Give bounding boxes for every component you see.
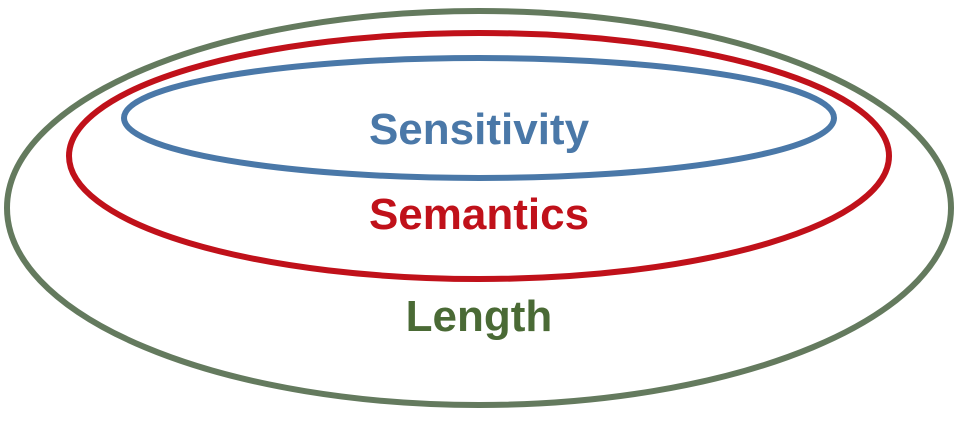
length-ellipse: [4, 8, 954, 408]
sensitivity-label: Sensitivity: [369, 105, 590, 154]
semantics-ellipse: [66, 30, 892, 282]
length-label: Length: [406, 292, 553, 341]
sensitivity-ellipse: [121, 55, 837, 181]
semantics-label: Semantics: [369, 190, 589, 239]
